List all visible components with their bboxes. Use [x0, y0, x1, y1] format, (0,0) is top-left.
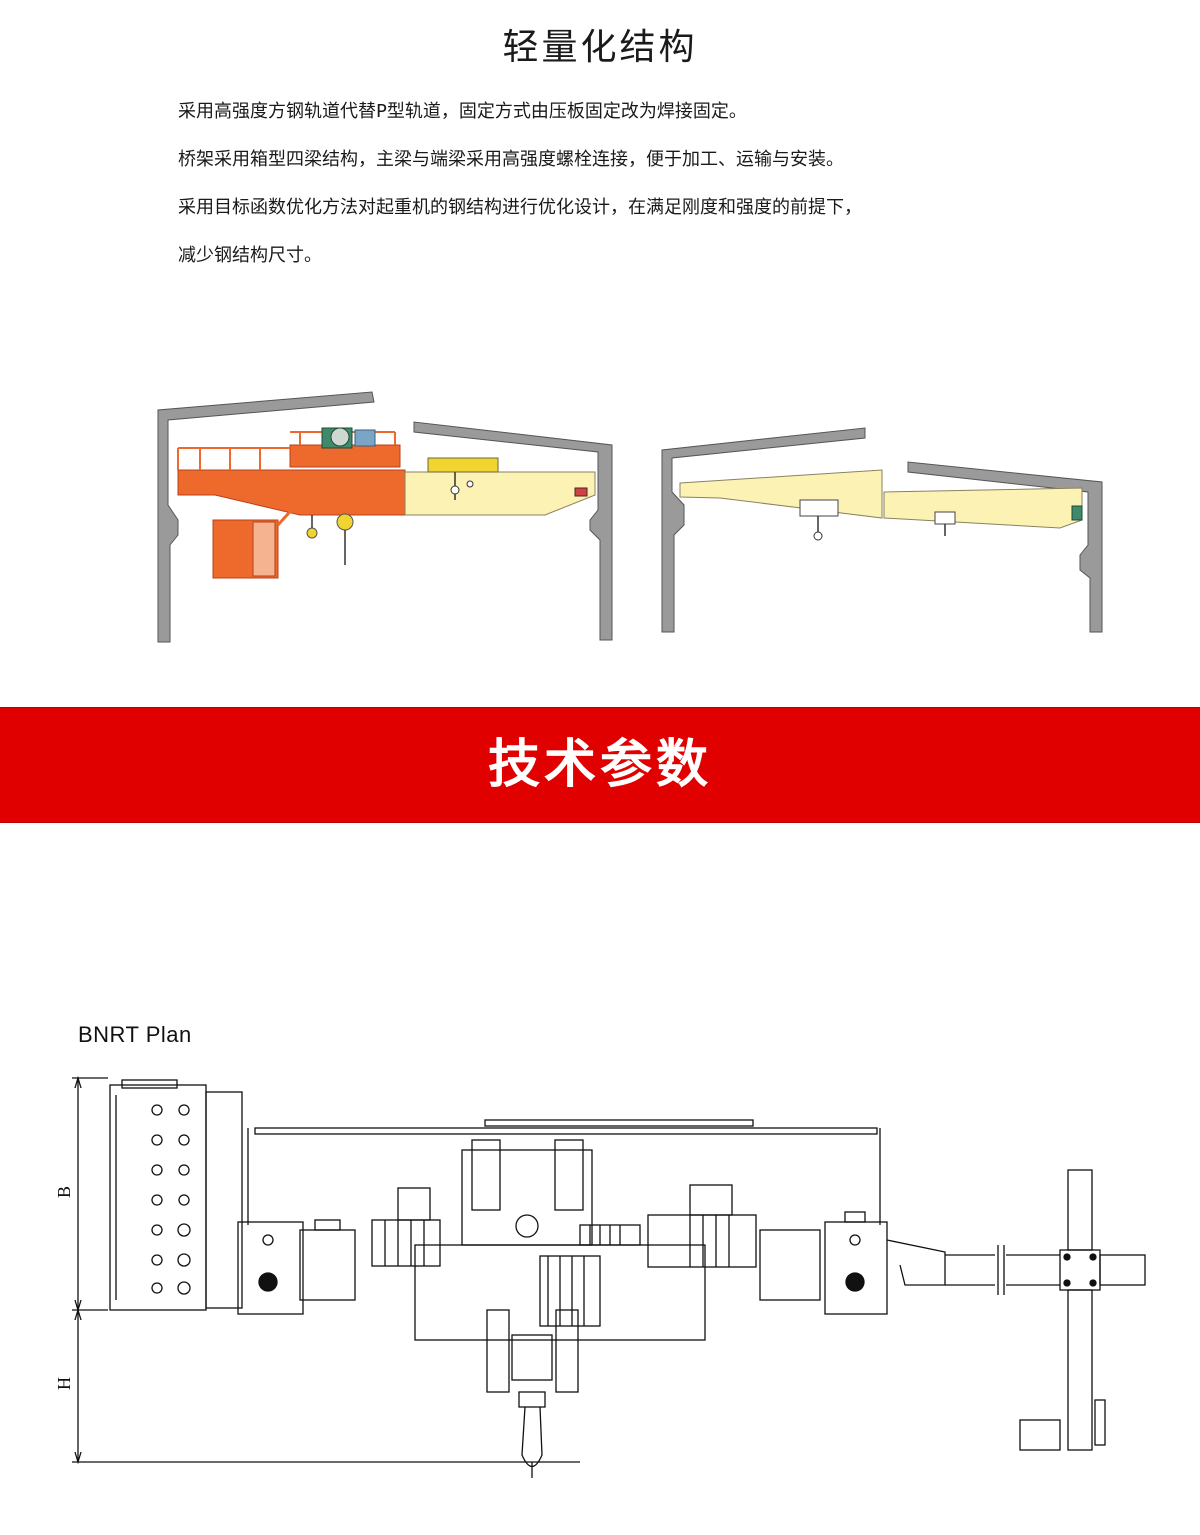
hook-block — [486, 1309, 579, 1478]
crane-comparison-illustration — [157, 391, 1103, 643]
trolley-frame — [247, 1119, 881, 1225]
left-end-carriage — [237, 1219, 356, 1315]
paragraph-4: 减少钢结构尺寸。 — [178, 245, 322, 266]
paragraph-2: 桥架采用箱型四梁结构，主梁与端梁采用高强度螺栓连接，便于加工、运输与安装。 — [178, 149, 844, 170]
lightweight-crane-drawing — [661, 427, 1103, 633]
hoist-body — [414, 1139, 706, 1341]
dim-h-label: H — [54, 1377, 74, 1390]
electrical-cabinet — [109, 1079, 243, 1311]
description-paragraphs: 采用高强度方钢轨道代替P型轨道，固定方式由压板固定改为焊接固定。 桥架采用箱型四… — [178, 100, 1078, 292]
paragraph-1: 采用高强度方钢轨道代替P型轨道，固定方式由压板固定改为焊接固定。 — [178, 101, 747, 122]
dim-b-label: B — [54, 1186, 74, 1198]
banner-title: 技术参数 — [487, 735, 712, 795]
right-end-carriage — [759, 1211, 946, 1315]
section-title: 轻量化结构 — [502, 27, 698, 68]
section-banner: 技术参数 — [0, 707, 1200, 823]
bnrt-plan-drawing: B H — [54, 1075, 1146, 1478]
pendant-connector — [945, 1245, 1060, 1295]
support-bracket — [1019, 1169, 1146, 1451]
paragraph-3: 采用目标函数优化方法对起重机的钢结构进行优化设计，在满足刚度和强度的前提下， — [178, 197, 862, 218]
right-motor — [647, 1184, 757, 1268]
traditional-crane-drawing — [157, 391, 613, 643]
left-motor — [371, 1187, 441, 1267]
dimension-lines: B H — [54, 1075, 580, 1465]
plan-label: BNRT Plan — [78, 1022, 192, 1047]
